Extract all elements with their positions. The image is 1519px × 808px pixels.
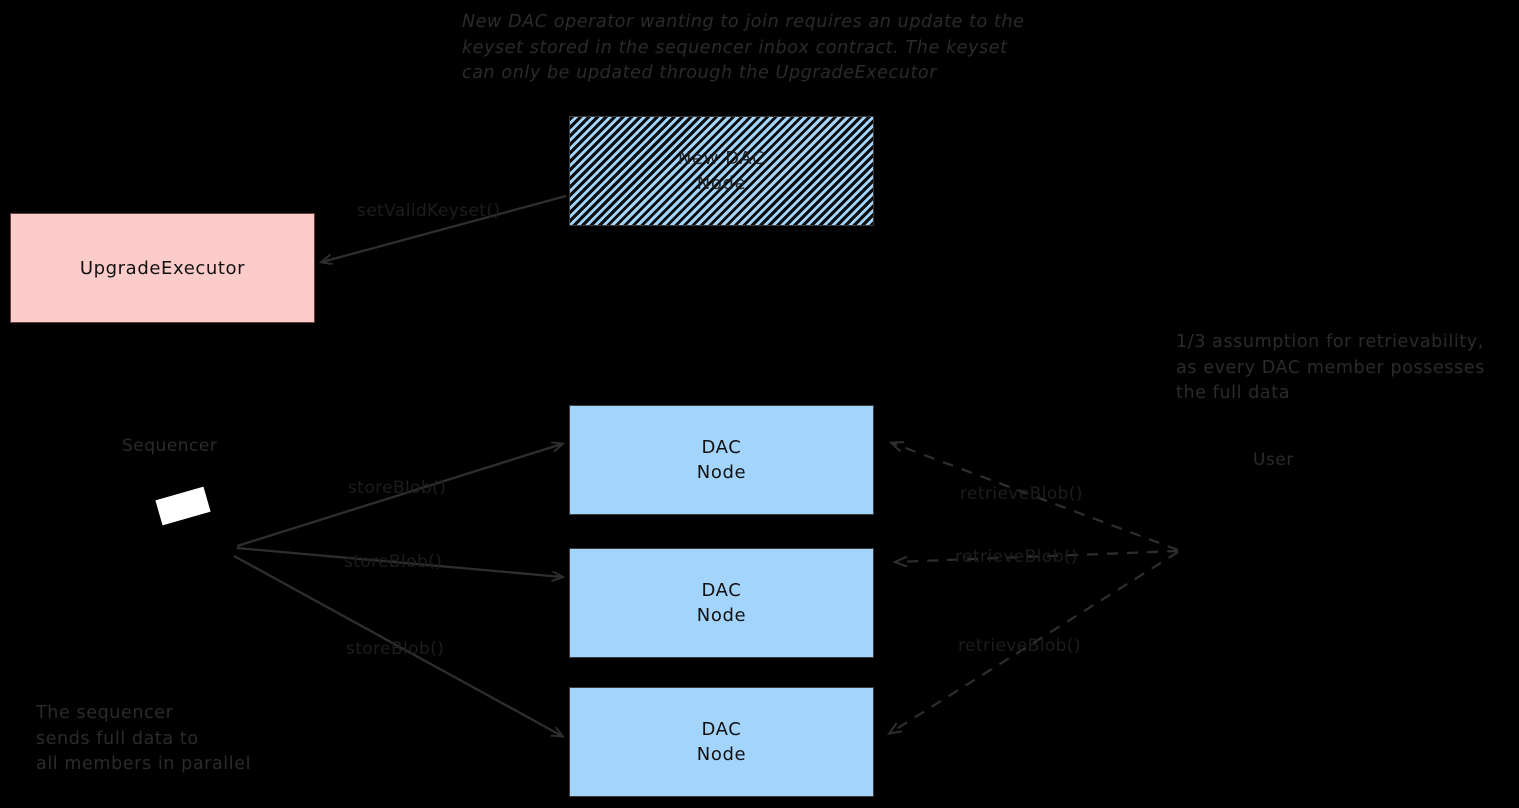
node-dac-node-1[interactable]: DAC Node: [569, 405, 874, 515]
annotation-sequencer-note: The sequencer sends full data to all mem…: [36, 703, 252, 774]
node-upgrade-executor[interactable]: UpgradeExecutor: [10, 213, 315, 323]
edge-label-retrieve-blob-3: retrieveBlob(): [958, 636, 1081, 656]
sequencer-chip-icon: [155, 486, 211, 526]
actor-user-label: User: [1253, 450, 1294, 470]
node-dac-node-1-label: DAC Node: [696, 437, 747, 483]
node-new-dac-node[interactable]: New DAC Node: [569, 116, 874, 226]
node-dac-node-3[interactable]: DAC Node: [569, 687, 874, 797]
node-dac-node-2[interactable]: DAC Node: [569, 548, 874, 658]
edge-label-set-valid-keyset: setValidKeyset(): [357, 201, 501, 221]
annotation-top-note: New DAC operator wanting to join require…: [462, 12, 1025, 83]
edge-label-retrieve-blob-1: retrieveBlob(): [960, 484, 1083, 504]
node-dac-node-3-label: DAC Node: [696, 719, 747, 765]
node-upgrade-executor-label: UpgradeExecutor: [79, 257, 246, 279]
node-new-dac-node-label: New DAC Node: [677, 148, 766, 194]
annotation-retrievability-note: 1/3 assumption for retrievability, as ev…: [1176, 332, 1485, 403]
edge-label-store-blob-1: storeBlob(): [348, 478, 447, 498]
edge-label-store-blob-2: storeBlob(): [344, 552, 443, 572]
edge-label-store-blob-3: storeBlob(): [346, 639, 445, 659]
node-dac-node-2-label: DAC Node: [696, 580, 747, 626]
edge-label-retrieve-blob-2: retrieveBlob(): [955, 547, 1078, 567]
actor-sequencer-label: Sequencer: [122, 436, 218, 456]
